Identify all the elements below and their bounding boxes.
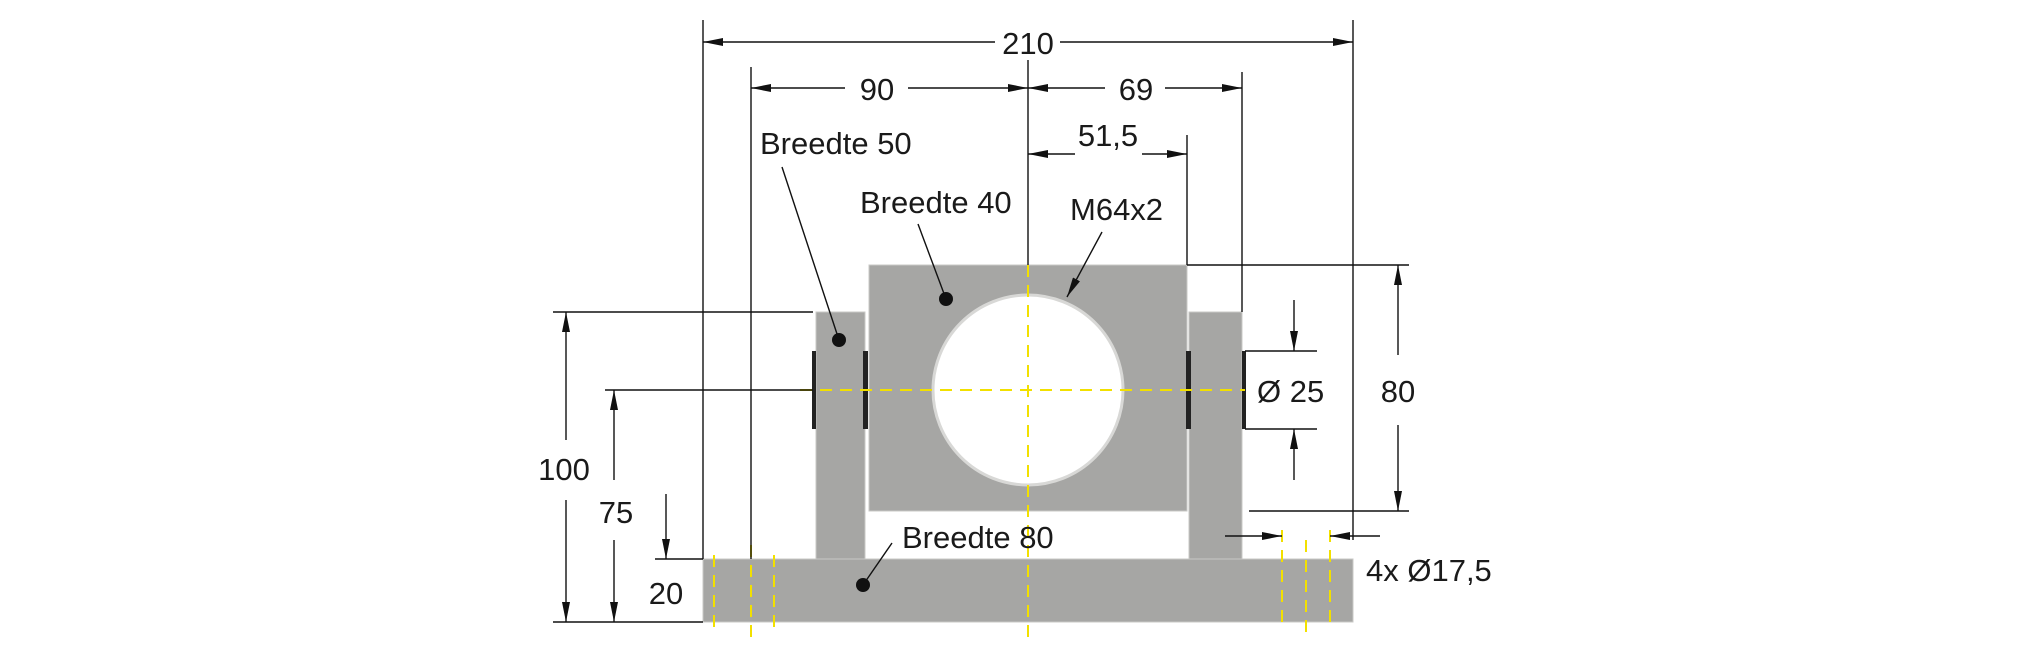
dim-51-5: 51,5 [1078, 118, 1138, 153]
label-thread: M64x2 [1070, 192, 1163, 227]
label-block-width: Breedte 40 [860, 185, 1012, 220]
left-pin-edge [812, 351, 816, 429]
left-upright [815, 311, 866, 560]
dim-20: 20 [649, 576, 683, 611]
dim-holes: 4x Ø17,5 [1366, 553, 1492, 588]
dim-80: 80 [1381, 374, 1415, 409]
part-labels: Breedte 50 Breedte 40 M64x2 Breedte 80 [760, 126, 1163, 555]
dimension-texts: 210 90 69 51,5 100 75 20 80 Ø 25 4x Ø17,… [538, 26, 1492, 611]
label-upright-width: Breedte 50 [760, 126, 912, 161]
extension-lines [553, 20, 1409, 623]
dim-210: 210 [1002, 26, 1054, 61]
dim-69: 69 [1119, 72, 1153, 107]
dim-75: 75 [599, 495, 633, 530]
leaders [781, 166, 1103, 592]
dim-90: 90 [860, 72, 894, 107]
dimension-lines [562, 38, 1402, 622]
centerlines [713, 265, 1331, 645]
dim-pin-diameter: Ø 25 [1257, 374, 1324, 409]
right-upright [1188, 311, 1243, 560]
dim-100: 100 [538, 452, 590, 487]
label-base-width: Breedte 80 [902, 520, 1054, 555]
